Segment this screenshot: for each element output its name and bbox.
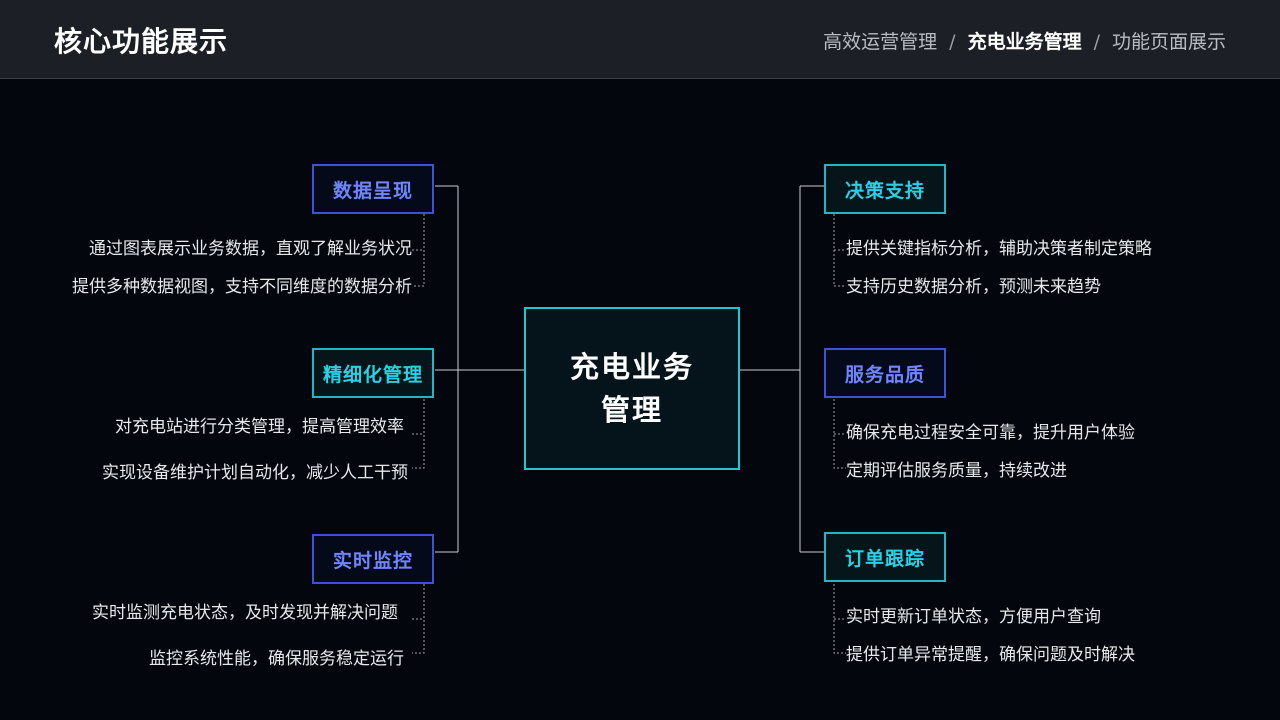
node-order-tracking[interactable]: 订单跟踪 [824, 532, 946, 582]
page-title: 核心功能展示 [54, 25, 229, 58]
breadcrumb-item-pages[interactable]: 功能页面展示 [1111, 31, 1226, 53]
bracket-right-1 [833, 214, 846, 287]
node-decision-support[interactable]: 决策支持 [824, 164, 946, 214]
breadcrumb-item-operations[interactable]: 高效运营管理 [823, 31, 938, 53]
desc-fine-management-1: 对充电站进行分类管理，提高管理效率 [115, 417, 404, 437]
desc-service-quality-1: 确保充电过程安全可靠，提升用户体验 [846, 423, 1135, 443]
desc-data-presentation-1: 通过图表展示业务数据，直观了解业务状况 [89, 239, 412, 259]
bracket-left-2 [412, 399, 425, 469]
desc-order-tracking-1: 实时更新订单状态，方便用户查询 [846, 607, 1101, 627]
breadcrumb-separator: / [949, 31, 956, 53]
desc-decision-support-2: 支持历史数据分析，预测未来趋势 [846, 277, 1101, 297]
breadcrumb: 高效运营管理 / 充电业务管理 / 功能页面展示 [823, 27, 1226, 54]
bracket-right-2 [833, 399, 846, 469]
node-realtime-monitoring[interactable]: 实时监控 [312, 534, 434, 584]
desc-data-presentation-2: 提供多种数据视图，支持不同维度的数据分析 [72, 277, 412, 297]
bracket-left-1 [412, 214, 425, 287]
desc-order-tracking-2: 提供订单异常提醒，确保问题及时解决 [846, 645, 1135, 665]
desc-realtime-monitoring-1: 实时监测充电状态，及时发现并解决问题 [92, 603, 398, 623]
node-service-quality[interactable]: 服务品质 [824, 348, 946, 398]
breadcrumb-item-charging[interactable]: 充电业务管理 [967, 31, 1082, 53]
node-fine-management[interactable]: 精细化管理 [312, 348, 434, 398]
desc-realtime-monitoring-2: 监控系统性能，确保服务稳定运行 [149, 649, 404, 669]
center-node-label: 充电业务管理 [569, 349, 694, 427]
bracket-right-3 [833, 584, 846, 654]
node-data-presentation[interactable]: 数据呈现 [312, 164, 434, 214]
breadcrumb-separator: / [1093, 31, 1100, 53]
desc-decision-support-1: 提供关键指标分析，辅助决策者制定策略 [846, 239, 1152, 259]
bracket-left-3 [412, 584, 425, 654]
desc-fine-management-2: 实现设备维护计划自动化，减少人工干预 [102, 463, 408, 483]
center-node[interactable]: 充电业务管理 [524, 307, 740, 470]
header-bar: 核心功能展示 高效运营管理 / 充电业务管理 / 功能页面展示 [0, 0, 1280, 79]
desc-service-quality-2: 定期评估服务质量，持续改进 [846, 461, 1067, 481]
